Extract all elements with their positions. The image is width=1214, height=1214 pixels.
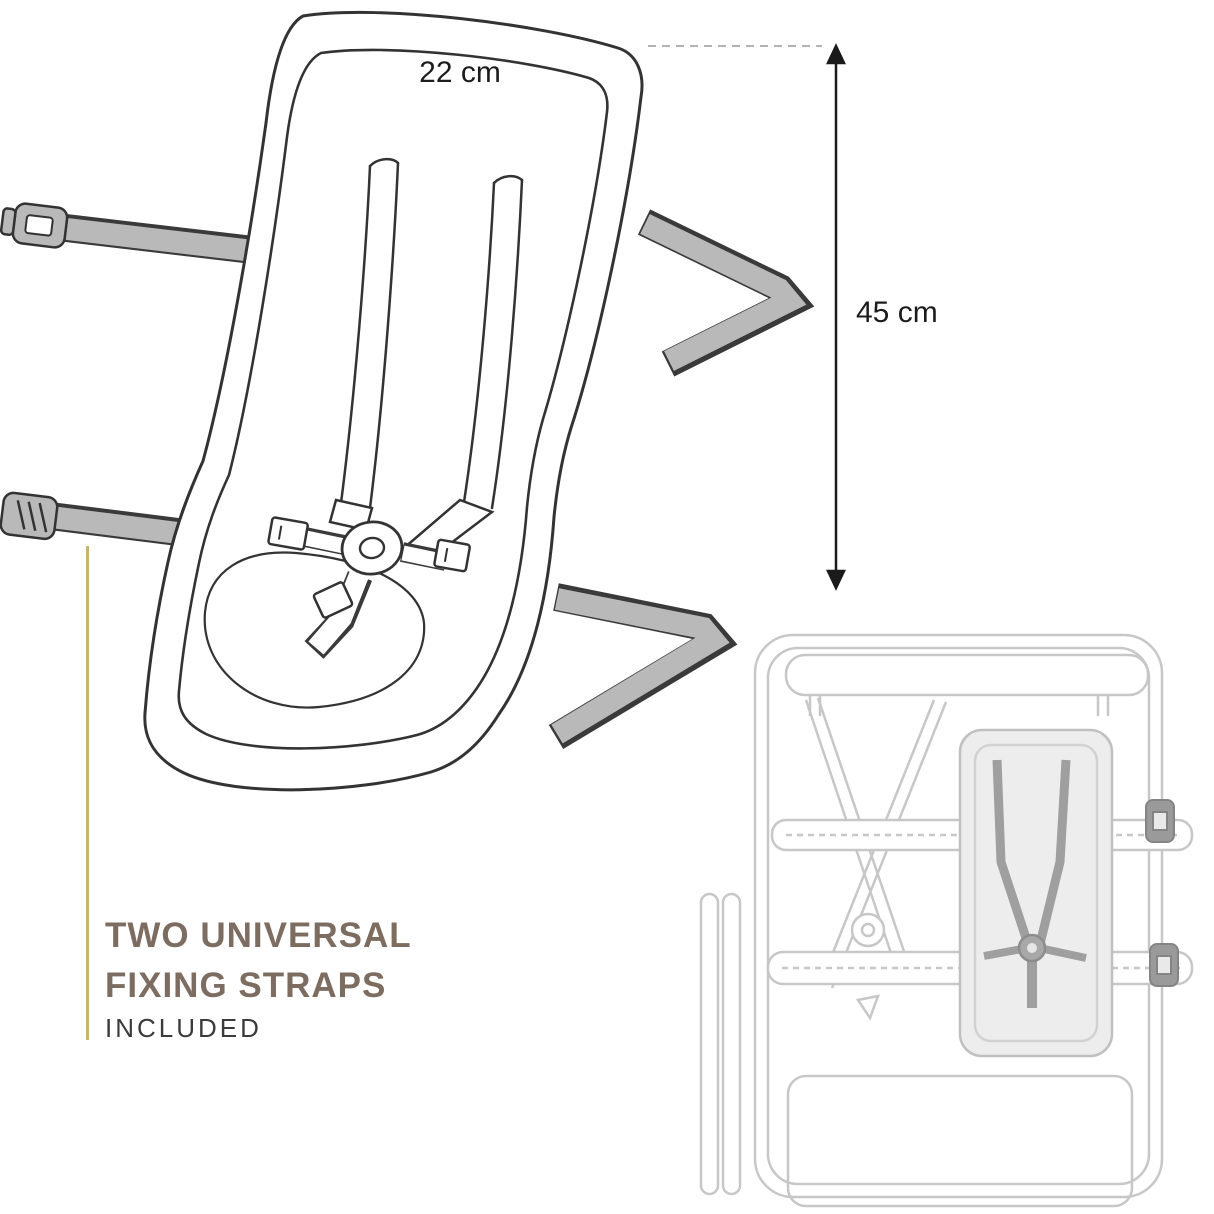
crotch-slider (312, 581, 354, 619)
trailer-flagpole (721, 892, 742, 1196)
trailer-strap-buckles (1145, 799, 1179, 987)
backrest-strap-left (339, 157, 400, 510)
accent-vertical-line (86, 546, 89, 1040)
upper-left-strap (64, 214, 272, 266)
height-dimension-label: 45 cm (856, 296, 938, 329)
fixing-straps (0, 202, 815, 750)
trailer-body-inner (766, 646, 1151, 1186)
seat-illustration (143, 10, 644, 792)
lower-left-buckle (0, 491, 59, 541)
lower-left-strap (48, 502, 180, 546)
width-dimension-label: 22 cm (419, 56, 501, 89)
trailer-crossbar (784, 653, 1150, 697)
trailer-flagpole (699, 892, 720, 1196)
caption-title-line1: TWO UNIVERSAL (105, 916, 412, 955)
seat-outer-shell (143, 10, 644, 792)
trailer-baby-seat (958, 728, 1114, 1058)
upper-left-buckle (0, 202, 69, 249)
trailer-body-outer (753, 633, 1164, 1199)
trailer-seat-harness (983, 759, 1087, 1008)
seat-pan-line (203, 551, 426, 709)
harness-buckle (340, 520, 404, 576)
lap-adjuster-right (433, 538, 471, 573)
caption-title-line2: FIXING STRAPS (105, 966, 387, 1005)
lap-adjuster-left (267, 516, 309, 551)
backrest-strap-right (462, 174, 524, 510)
harness-assembly (267, 498, 495, 659)
trailer-bottom-box (786, 1074, 1134, 1208)
seat-inner-rim (177, 48, 609, 750)
arrowhead-down-icon (826, 569, 846, 591)
caption-subtitle: INCLUDED (105, 1013, 262, 1043)
lower-right-strap (548, 583, 738, 750)
upper-right-strap (637, 209, 815, 377)
trailer-illustration (699, 633, 1194, 1208)
arrowhead-up-icon (826, 43, 846, 65)
